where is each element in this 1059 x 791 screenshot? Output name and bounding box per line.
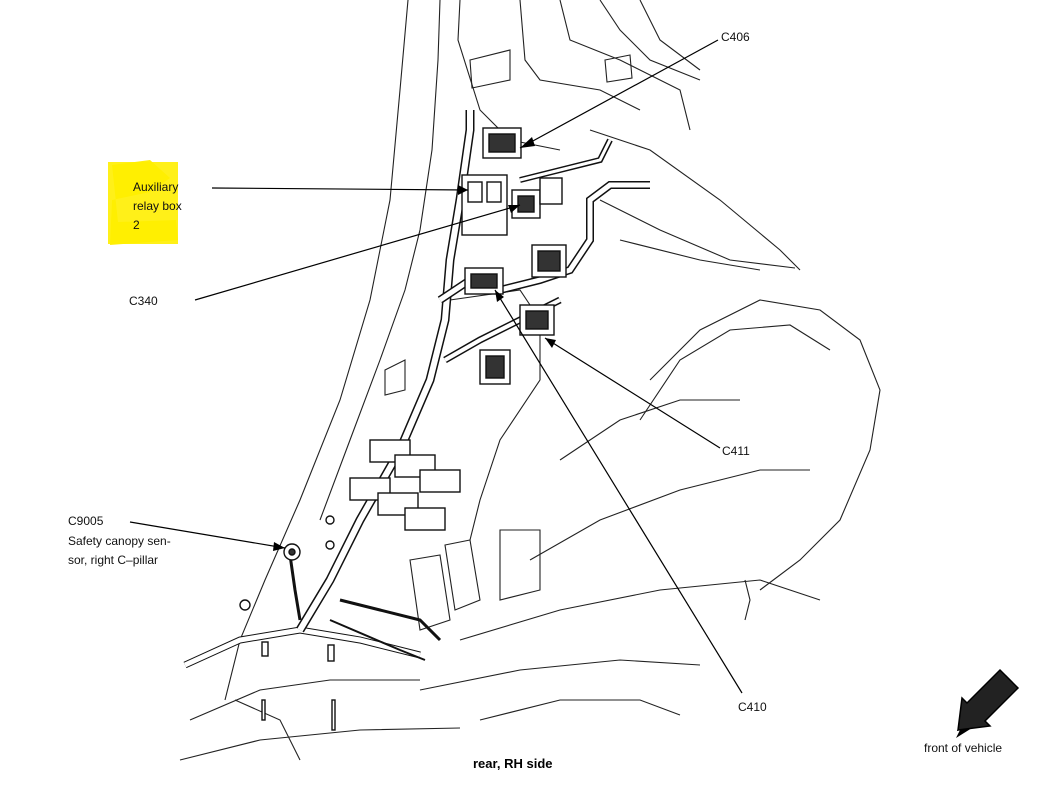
- highlight-mark: [108, 160, 178, 245]
- label-c9005-desc-line1: Safety canopy sen-: [68, 534, 171, 548]
- label-c340: C340: [129, 294, 158, 308]
- vehicle-body-outline: [179, 0, 881, 761]
- leader-c9005: [129, 521, 286, 549]
- leader-lines: [129, 39, 743, 694]
- label-c9005-desc-line2: sor, right C–pillar: [68, 553, 159, 567]
- diagram-caption: rear, RH side: [473, 756, 553, 771]
- connectors: [239, 127, 567, 731]
- orientation-label: front of vehicle: [924, 741, 1003, 755]
- leader-c411: [544, 337, 721, 449]
- label-c9005: C9005: [68, 514, 104, 528]
- label-aux-relay-line2: relay box: [133, 199, 182, 213]
- label-c410: C410: [738, 700, 767, 714]
- leader-c410: [494, 289, 743, 694]
- leader-c406: [519, 39, 719, 149]
- wire-harness: [183, 110, 650, 669]
- label-c406: C406: [721, 30, 750, 44]
- label-c411: C411: [722, 444, 750, 458]
- leader-aux-relay: [211, 187, 469, 191]
- arrow-down-left-icon: [956, 668, 1020, 738]
- arrowheads: [273, 137, 556, 551]
- leader-c340: [194, 204, 521, 301]
- label-aux-relay-line3: 2: [133, 218, 140, 232]
- label-aux-relay-line1: Auxiliary: [133, 180, 179, 194]
